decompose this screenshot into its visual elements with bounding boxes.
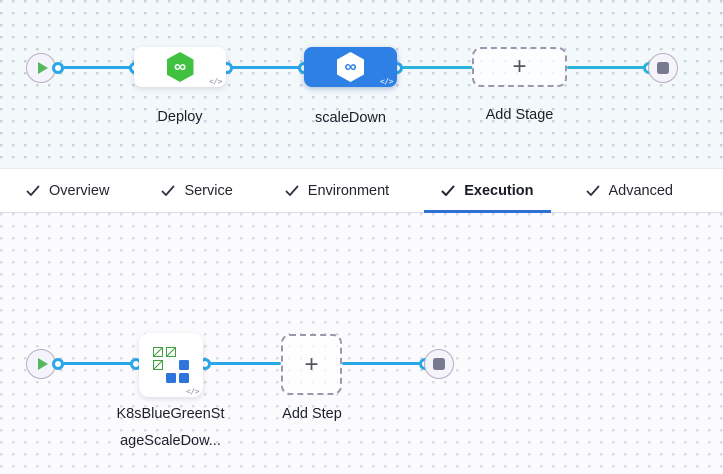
cd-hexagon-icon	[337, 52, 364, 82]
check-icon	[26, 185, 40, 197]
stage-graph-canvas: Deploy scaleDown Add Stage	[0, 0, 723, 168]
play-icon	[37, 358, 48, 370]
stage-card-scaledown[interactable]	[304, 47, 397, 87]
pipeline-start-node	[26, 53, 56, 83]
step-card-k8sbluegreen[interactable]	[139, 333, 203, 397]
tab-execution[interactable]: Execution	[424, 169, 551, 213]
connector-line	[227, 66, 305, 69]
connector-line	[205, 362, 281, 365]
k8s-bluegreen-icon	[153, 347, 189, 383]
add-stage-label: Add Stage	[485, 107, 554, 123]
pipeline-end-node	[648, 53, 678, 83]
tab-environment[interactable]: Environment	[285, 169, 389, 212]
stage-card-deploy[interactable]	[134, 47, 226, 87]
step-label: K8sBlueGreenSt ageScaleDow...	[116, 406, 225, 449]
execution-graph-canvas: K8sBlueGreenSt ageScaleDow... Add Step	[0, 213, 723, 474]
stage-label: Deploy	[157, 109, 203, 125]
cd-hexagon-icon	[166, 52, 194, 82]
tab-label: Execution	[464, 182, 534, 199]
stage-label: scaleDown	[315, 110, 386, 126]
check-icon	[161, 185, 175, 197]
check-icon	[441, 185, 455, 197]
tab-label: Environment	[307, 182, 390, 199]
connector-line	[58, 66, 135, 69]
connector-point[interactable]	[52, 62, 64, 74]
check-icon	[285, 185, 299, 197]
stop-icon	[433, 358, 445, 370]
add-stage-button[interactable]	[472, 47, 567, 87]
execution-end-node	[424, 349, 454, 379]
code-icon	[380, 77, 393, 86]
connector-line	[342, 362, 425, 365]
connector-line	[397, 66, 473, 69]
tab-label: Advanced	[608, 182, 674, 199]
code-icon	[209, 77, 222, 86]
stage-config-tabbar: Overview Service Environment Execution A…	[0, 168, 723, 213]
tab-label: Overview	[49, 182, 110, 199]
plus-icon	[512, 55, 526, 79]
plus-icon	[304, 353, 318, 377]
connector-line	[567, 66, 649, 69]
connector-point[interactable]	[52, 358, 64, 370]
stop-icon	[657, 62, 669, 74]
tab-label: Service	[184, 182, 233, 199]
tab-service[interactable]: Service	[161, 169, 233, 212]
check-icon	[586, 185, 600, 197]
tab-advanced[interactable]: Advanced	[586, 169, 674, 212]
play-icon	[37, 62, 48, 74]
connector-line	[58, 362, 136, 365]
tab-overview[interactable]: Overview	[26, 169, 109, 212]
add-step-button[interactable]	[281, 334, 342, 395]
add-step-label: Add Step	[282, 406, 342, 422]
code-icon	[186, 387, 199, 396]
